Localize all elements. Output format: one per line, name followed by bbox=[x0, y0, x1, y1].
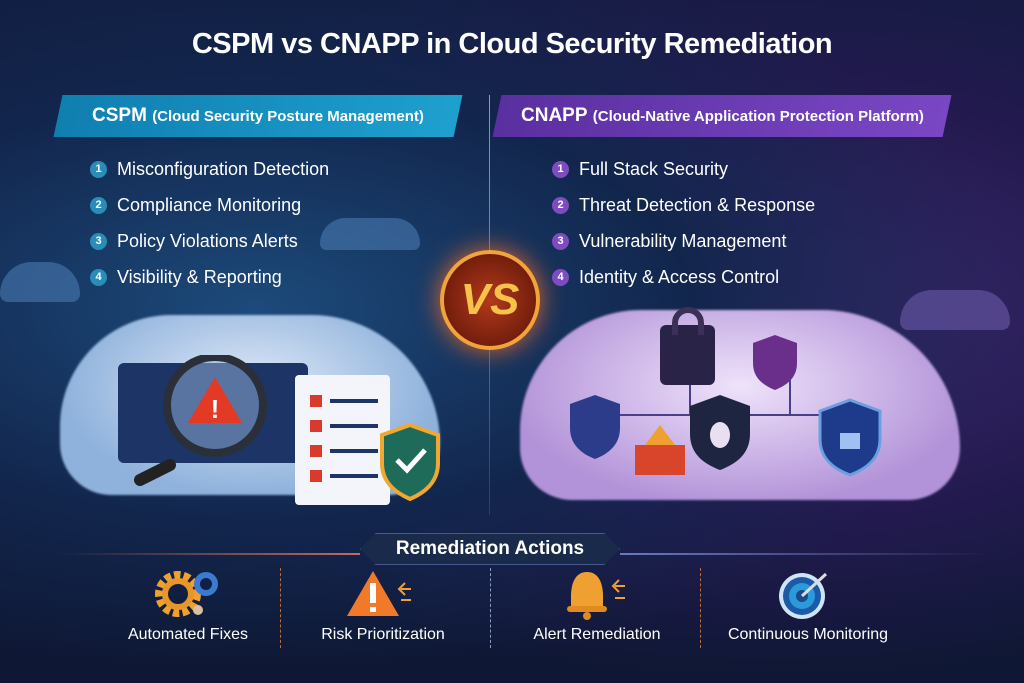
number-badge: 1 bbox=[552, 160, 569, 178]
list-item: 4 Visibility & Reporting bbox=[90, 266, 329, 288]
cspm-illustration: ! bbox=[118, 355, 440, 505]
divider-line bbox=[60, 553, 360, 555]
action-label: Automated Fixes bbox=[127, 626, 249, 643]
cloud-decoration bbox=[900, 290, 1010, 330]
item-label: Identity & Access Control bbox=[579, 266, 780, 287]
action-label: Continuous Monitoring bbox=[727, 626, 889, 643]
bell-icon bbox=[497, 568, 697, 620]
cnapp-full-name: (Cloud-Native Application Protection Pla… bbox=[592, 108, 924, 125]
dashed-divider bbox=[490, 568, 491, 648]
cspm-banner: CSPM (Cloud Security Posture Management) bbox=[53, 95, 463, 137]
bug-shield-icon bbox=[753, 335, 797, 390]
action-automated-fixes: Automated Fixes bbox=[88, 568, 288, 644]
gears-icon bbox=[88, 568, 288, 620]
number-badge: 3 bbox=[90, 232, 107, 250]
number-badge: 1 bbox=[90, 160, 107, 178]
item-label: Policy Violations Alerts bbox=[117, 230, 298, 251]
list-item: 1 Full Stack Security bbox=[552, 158, 815, 180]
cspm-feature-list: 1 Misconfiguration Detection 2 Compliance … bbox=[90, 158, 329, 288]
cloud-decoration bbox=[320, 218, 420, 250]
dashed-divider bbox=[280, 568, 281, 648]
list-item: 3 Vulnerability Management bbox=[552, 230, 815, 252]
cspm-full-name: (Cloud Security Posture Management) bbox=[152, 108, 424, 125]
action-label: Risk Prioritization bbox=[321, 626, 445, 643]
divider-line bbox=[620, 553, 990, 555]
action-alert-remediation: Alert Remediation bbox=[497, 568, 697, 644]
shield-icon bbox=[570, 395, 620, 459]
warning-icon bbox=[283, 568, 483, 620]
checklist-icon bbox=[295, 375, 390, 505]
dashed-divider bbox=[700, 568, 701, 648]
list-item: 1 Misconfiguration Detection bbox=[90, 158, 329, 180]
item-label: Threat Detection & Response bbox=[579, 194, 816, 215]
number-badge: 4 bbox=[90, 268, 107, 286]
cnapp-banner: CNAPP (Cloud-Native Application Protecti… bbox=[492, 95, 952, 137]
list-item: 3 Policy Violations Alerts bbox=[90, 230, 329, 252]
item-label: Visibility & Reporting bbox=[117, 266, 282, 287]
warning-icon bbox=[188, 377, 242, 423]
list-item: 2 Threat Detection & Response bbox=[552, 194, 815, 216]
remediation-heading: Remediation Actions bbox=[360, 533, 620, 565]
list-item: 2 Compliance Monitoring bbox=[90, 194, 329, 216]
magnifier-handle bbox=[134, 459, 176, 486]
lock-icon bbox=[660, 325, 715, 385]
vs-badge: VS bbox=[440, 250, 540, 350]
list-item: 4 Identity & Access Control bbox=[552, 266, 815, 288]
item-label: Full Stack Security bbox=[579, 158, 729, 179]
svg-text:!: ! bbox=[211, 394, 220, 424]
page-title: CSPM vs CNAPP in Cloud Security Remediat… bbox=[191, 28, 833, 60]
cnapp-name: CNAPP bbox=[520, 105, 588, 126]
action-risk-prioritization: Risk Prioritization bbox=[283, 568, 483, 644]
firewall-icon bbox=[635, 445, 685, 475]
number-badge: 2 bbox=[552, 196, 569, 214]
cspm-name: CSPM bbox=[92, 105, 147, 126]
cnapp-feature-list: 1 Full Stack Security 2 Threat Detection &… bbox=[552, 158, 815, 288]
item-label: Compliance Monitoring bbox=[117, 194, 302, 215]
shield-check-icon bbox=[380, 422, 440, 502]
cloud-decoration bbox=[0, 262, 80, 302]
action-continuous-monitoring: Continuous Monitoring bbox=[708, 568, 908, 644]
action-label: Alert Remediation bbox=[533, 626, 661, 643]
number-badge: 2 bbox=[90, 196, 107, 214]
item-label: Misconfiguration Detection bbox=[117, 158, 330, 179]
number-badge: 3 bbox=[552, 232, 569, 250]
item-label: Vulnerability Management bbox=[579, 230, 787, 251]
target-icon bbox=[708, 568, 908, 620]
number-badge: 4 bbox=[552, 268, 569, 286]
cnapp-illustration bbox=[570, 307, 882, 477]
